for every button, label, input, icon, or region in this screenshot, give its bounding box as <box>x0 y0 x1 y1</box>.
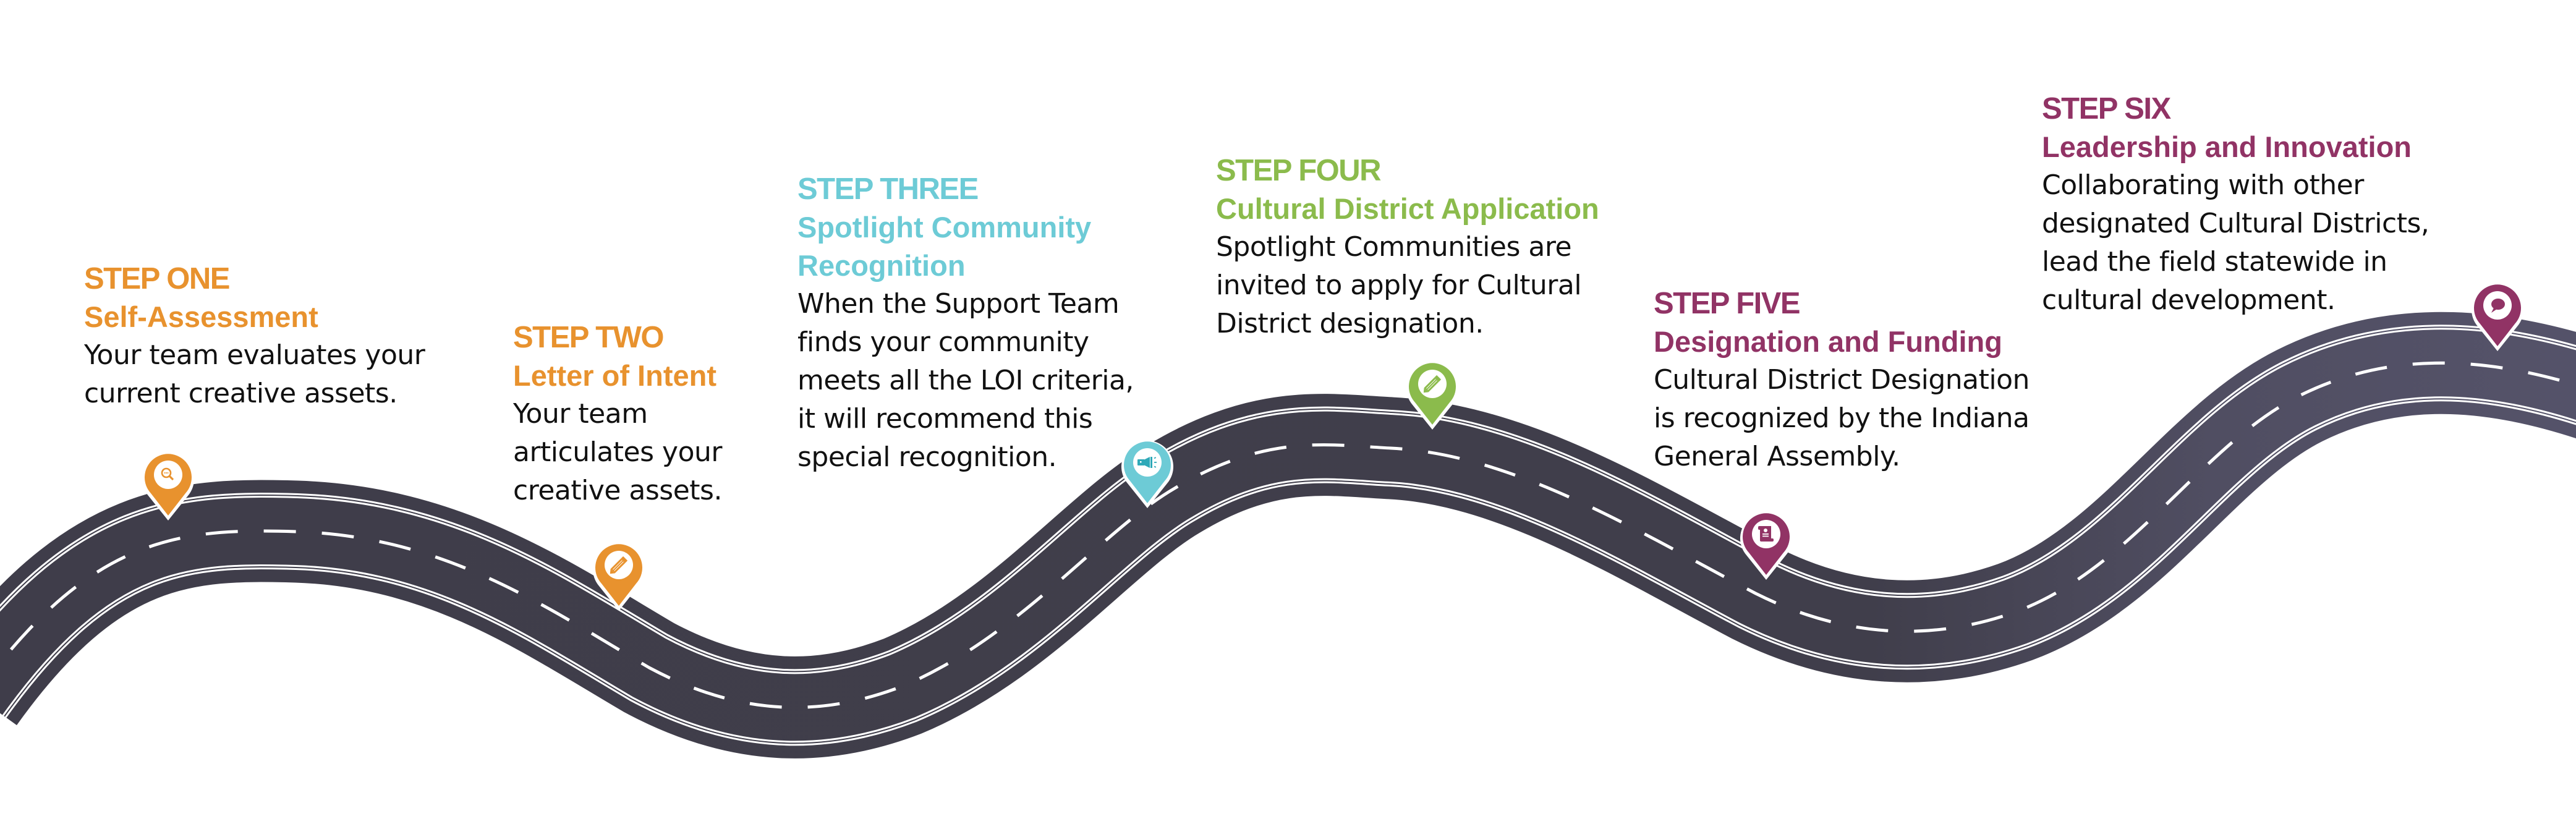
step-six-pin[interactable] <box>2467 277 2528 354</box>
step-description: Collaborating with other designated Cult… <box>2042 169 2429 316</box>
step-six: STEP SIX Leadership and Innovation Colla… <box>2042 90 2429 320</box>
step-number: STEP FIVE <box>1654 287 1801 320</box>
step-number: STEP FOUR <box>1216 154 1382 187</box>
step-title: Cultural District Application <box>1216 192 1599 225</box>
step-number: STEP ONE <box>84 262 230 295</box>
step-four: STEP FOUR Cultural District Application … <box>1216 151 1599 343</box>
step-title: Designation and Funding <box>1654 325 2002 358</box>
flashlight-icon <box>1137 457 1157 468</box>
step-number: STEP SIX <box>2042 92 2171 125</box>
pencil-icon <box>610 556 628 574</box>
step-description: When the Support Team finds your communi… <box>797 288 1134 473</box>
step-description: Spotlight Communities are invited to app… <box>1216 231 1582 339</box>
step-title: Spotlight Community Recognition <box>797 211 1092 282</box>
step-title: Leadership and Innovation <box>2042 130 2412 163</box>
step-three: STEP THREE Spotlight Community Recogniti… <box>797 170 1134 477</box>
step-five: STEP FIVE Designation and Funding Cultur… <box>1654 284 2030 476</box>
pencil-icon <box>1423 375 1442 393</box>
speech-bubble-icon <box>2491 299 2505 313</box>
step-two: STEP TWO Letter of Intent Your team arti… <box>513 318 722 510</box>
step-title: Letter of Intent <box>513 359 716 392</box>
step-two-pin[interactable] <box>588 537 650 613</box>
step-description: Your team evaluates your current creativ… <box>84 339 425 409</box>
step-description: Cultural District Designation is recogni… <box>1654 364 2030 472</box>
step-title: Self-Assessment <box>84 300 318 333</box>
step-one-pin[interactable] <box>137 446 199 523</box>
road-center-dashes <box>0 361 2576 709</box>
step-one: STEP ONE Self-Assessment Your team evalu… <box>84 260 425 413</box>
step-description: Your team articulates your creative asse… <box>513 398 722 506</box>
step-number: STEP TWO <box>513 321 665 354</box>
step-number: STEP THREE <box>797 172 979 206</box>
step-five-pin[interactable] <box>1735 506 1797 582</box>
certificate-scroll-icon <box>1758 526 1774 542</box>
magnifier-icon <box>161 467 174 481</box>
step-four-pin[interactable] <box>1401 355 1463 432</box>
step-three-pin[interactable] <box>1116 434 1178 511</box>
